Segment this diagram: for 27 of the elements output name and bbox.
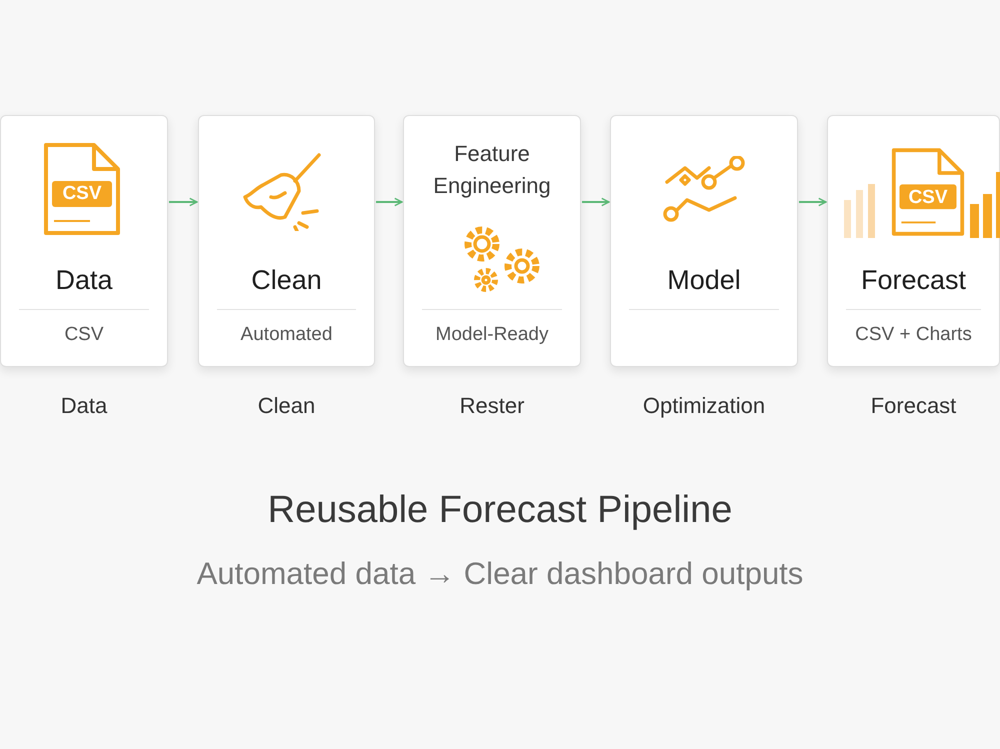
- card-subtitle: Automated: [240, 323, 334, 347]
- card-title: Data: [54, 264, 114, 297]
- process-card: [827, 115, 1000, 367]
- step-caption: Optimization: [642, 392, 766, 420]
- card-subtitle: CSV: [63, 323, 105, 347]
- card-title: Clean: [250, 264, 323, 297]
- card-subtitle: CSV + Charts: [854, 323, 973, 347]
- process-card: [610, 115, 798, 367]
- step-caption: Data: [60, 392, 108, 420]
- process-card: [403, 115, 581, 367]
- diagram-caption: Automated data → Clear dashboard outputs: [196, 555, 804, 593]
- file-type-label: CSV: [907, 186, 949, 210]
- arrow: [169, 198, 198, 206]
- card-subtitle: Model-Ready: [434, 323, 550, 347]
- card-title: Feature Engineering: [432, 140, 552, 200]
- card-title: Model: [666, 264, 742, 297]
- diagram-title: Reusable Forecast Pipeline: [266, 488, 734, 533]
- arrow: [582, 198, 610, 206]
- step-caption: Clean: [256, 392, 316, 420]
- step-caption: Rester: [458, 392, 526, 420]
- arrow: [376, 198, 403, 206]
- arrow: [799, 198, 827, 206]
- step-caption: Forecast: [870, 392, 958, 420]
- process-card: [198, 115, 375, 367]
- process-card: [0, 115, 168, 367]
- card-title: Forecast: [860, 264, 968, 297]
- file-type-label: CSV: [61, 182, 103, 206]
